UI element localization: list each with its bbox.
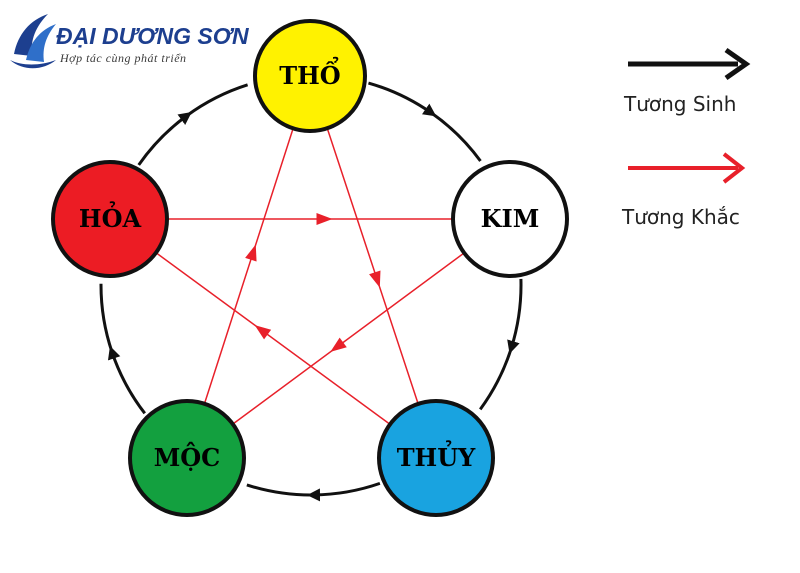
khac-line-kim-moc <box>230 251 467 426</box>
tuong-khac-star <box>153 126 467 427</box>
element-hoa-label: HỎA <box>79 201 142 233</box>
element-thuy-label: THỦY <box>397 440 476 472</box>
element-thuy-circle <box>377 399 495 517</box>
element-kim: KIM <box>451 160 569 278</box>
element-moc-circle <box>128 399 246 517</box>
legend-khac-arrowhead-icon <box>722 152 746 184</box>
element-hoa: HỎA <box>51 160 169 278</box>
brand-name: ĐẠI DƯƠNG SƠN <box>56 23 249 49</box>
brand-logo: ĐẠI DƯƠNG SƠN Hợp tác cùng phát triển <box>10 14 249 69</box>
brand-tagline: Hợp tác cùng phát triển <box>59 51 187 65</box>
khac-line-thuy-hoa <box>153 250 393 427</box>
element-kim-label: KIM <box>481 204 540 233</box>
element-tho-label: THỔ <box>279 56 340 90</box>
element-thuy: THỦY <box>377 399 495 517</box>
khac-arrowhead-icon-tho-thuy <box>369 270 381 288</box>
element-hoa-circle <box>51 160 169 278</box>
khac-arrowhead-icon-kim-moc <box>330 337 347 352</box>
khac-arrowhead-icon-moc-tho <box>245 244 257 262</box>
sinh-arrow-kim-thuy <box>479 278 523 411</box>
element-moc-label: MỘC <box>154 442 221 472</box>
khac-line-moc-tho <box>203 126 295 406</box>
legend-khac: Tương Khắc <box>621 152 746 229</box>
sinh-arrow-moc-hoa <box>99 283 146 415</box>
wave-logo-icon <box>10 14 56 69</box>
legend-sinh: Tương Sinh <box>623 47 751 116</box>
legend-sinh-label: Tương Sinh <box>623 92 736 116</box>
sinh-arrow-hoa-tho <box>137 83 249 166</box>
khac-arrowhead-icon-thuy-hoa <box>254 325 272 340</box>
element-tho: THỔ <box>253 19 367 133</box>
element-tho-circle <box>253 19 367 133</box>
khac-arrowhead-icon-hoa-kim <box>316 213 333 225</box>
khac-line-tho-thuy <box>325 126 420 407</box>
legend-khac-label: Tương Khắc <box>621 205 740 229</box>
sinh-arrow-tho-kim <box>368 81 482 162</box>
legend-sinh-arrowhead-icon <box>724 47 751 81</box>
element-moc: MỘC <box>128 399 246 517</box>
tuong-sinh-cycle <box>99 81 523 502</box>
sinh-arrow-thuy-moc <box>246 481 381 502</box>
element-kim-circle <box>451 160 569 278</box>
legend: Tương Sinh Tương Khắc <box>621 47 751 229</box>
